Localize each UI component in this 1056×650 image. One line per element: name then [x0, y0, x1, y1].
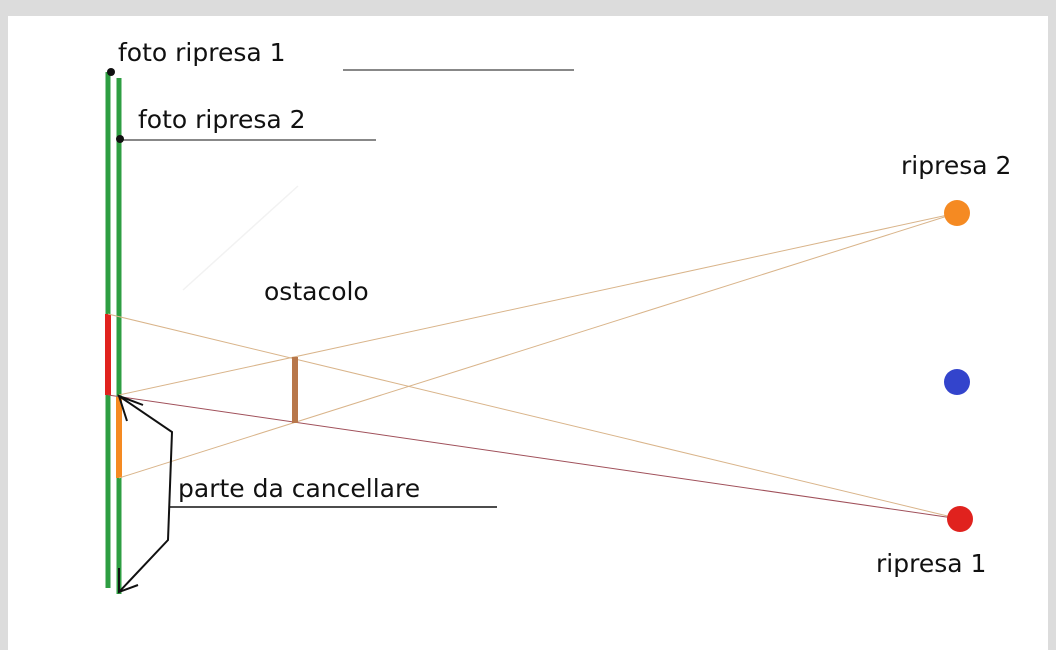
plane-1-marker — [107, 68, 115, 76]
camera-2-dot — [944, 200, 970, 226]
arrowhead-bottom — [118, 568, 139, 594]
ray-r2-upper — [118, 212, 958, 396]
camera-1-dot — [947, 506, 973, 532]
faint-stroke — [182, 185, 299, 291]
center-dot — [944, 369, 970, 395]
label-ripresa-1: ripresa 1 — [876, 549, 986, 578]
label-foto-ripresa-2: foto ripresa 2 — [138, 105, 306, 134]
plane-2-marker — [116, 135, 124, 143]
ray-r1-lower — [107, 394, 961, 520]
diagram-canvas — [8, 16, 1048, 650]
label-ostacolo: ostacolo — [264, 277, 369, 306]
bracket-arrow — [118, 395, 174, 593]
label-parte-da-cancellare: parte da cancellare — [178, 474, 420, 503]
arrowhead-top — [117, 394, 144, 422]
label-ripresa-2: ripresa 2 — [901, 151, 1011, 180]
ray-r2-lower — [118, 212, 958, 479]
label-foto-ripresa-1: foto ripresa 1 — [118, 38, 286, 67]
ray-r1-upper — [107, 313, 961, 520]
